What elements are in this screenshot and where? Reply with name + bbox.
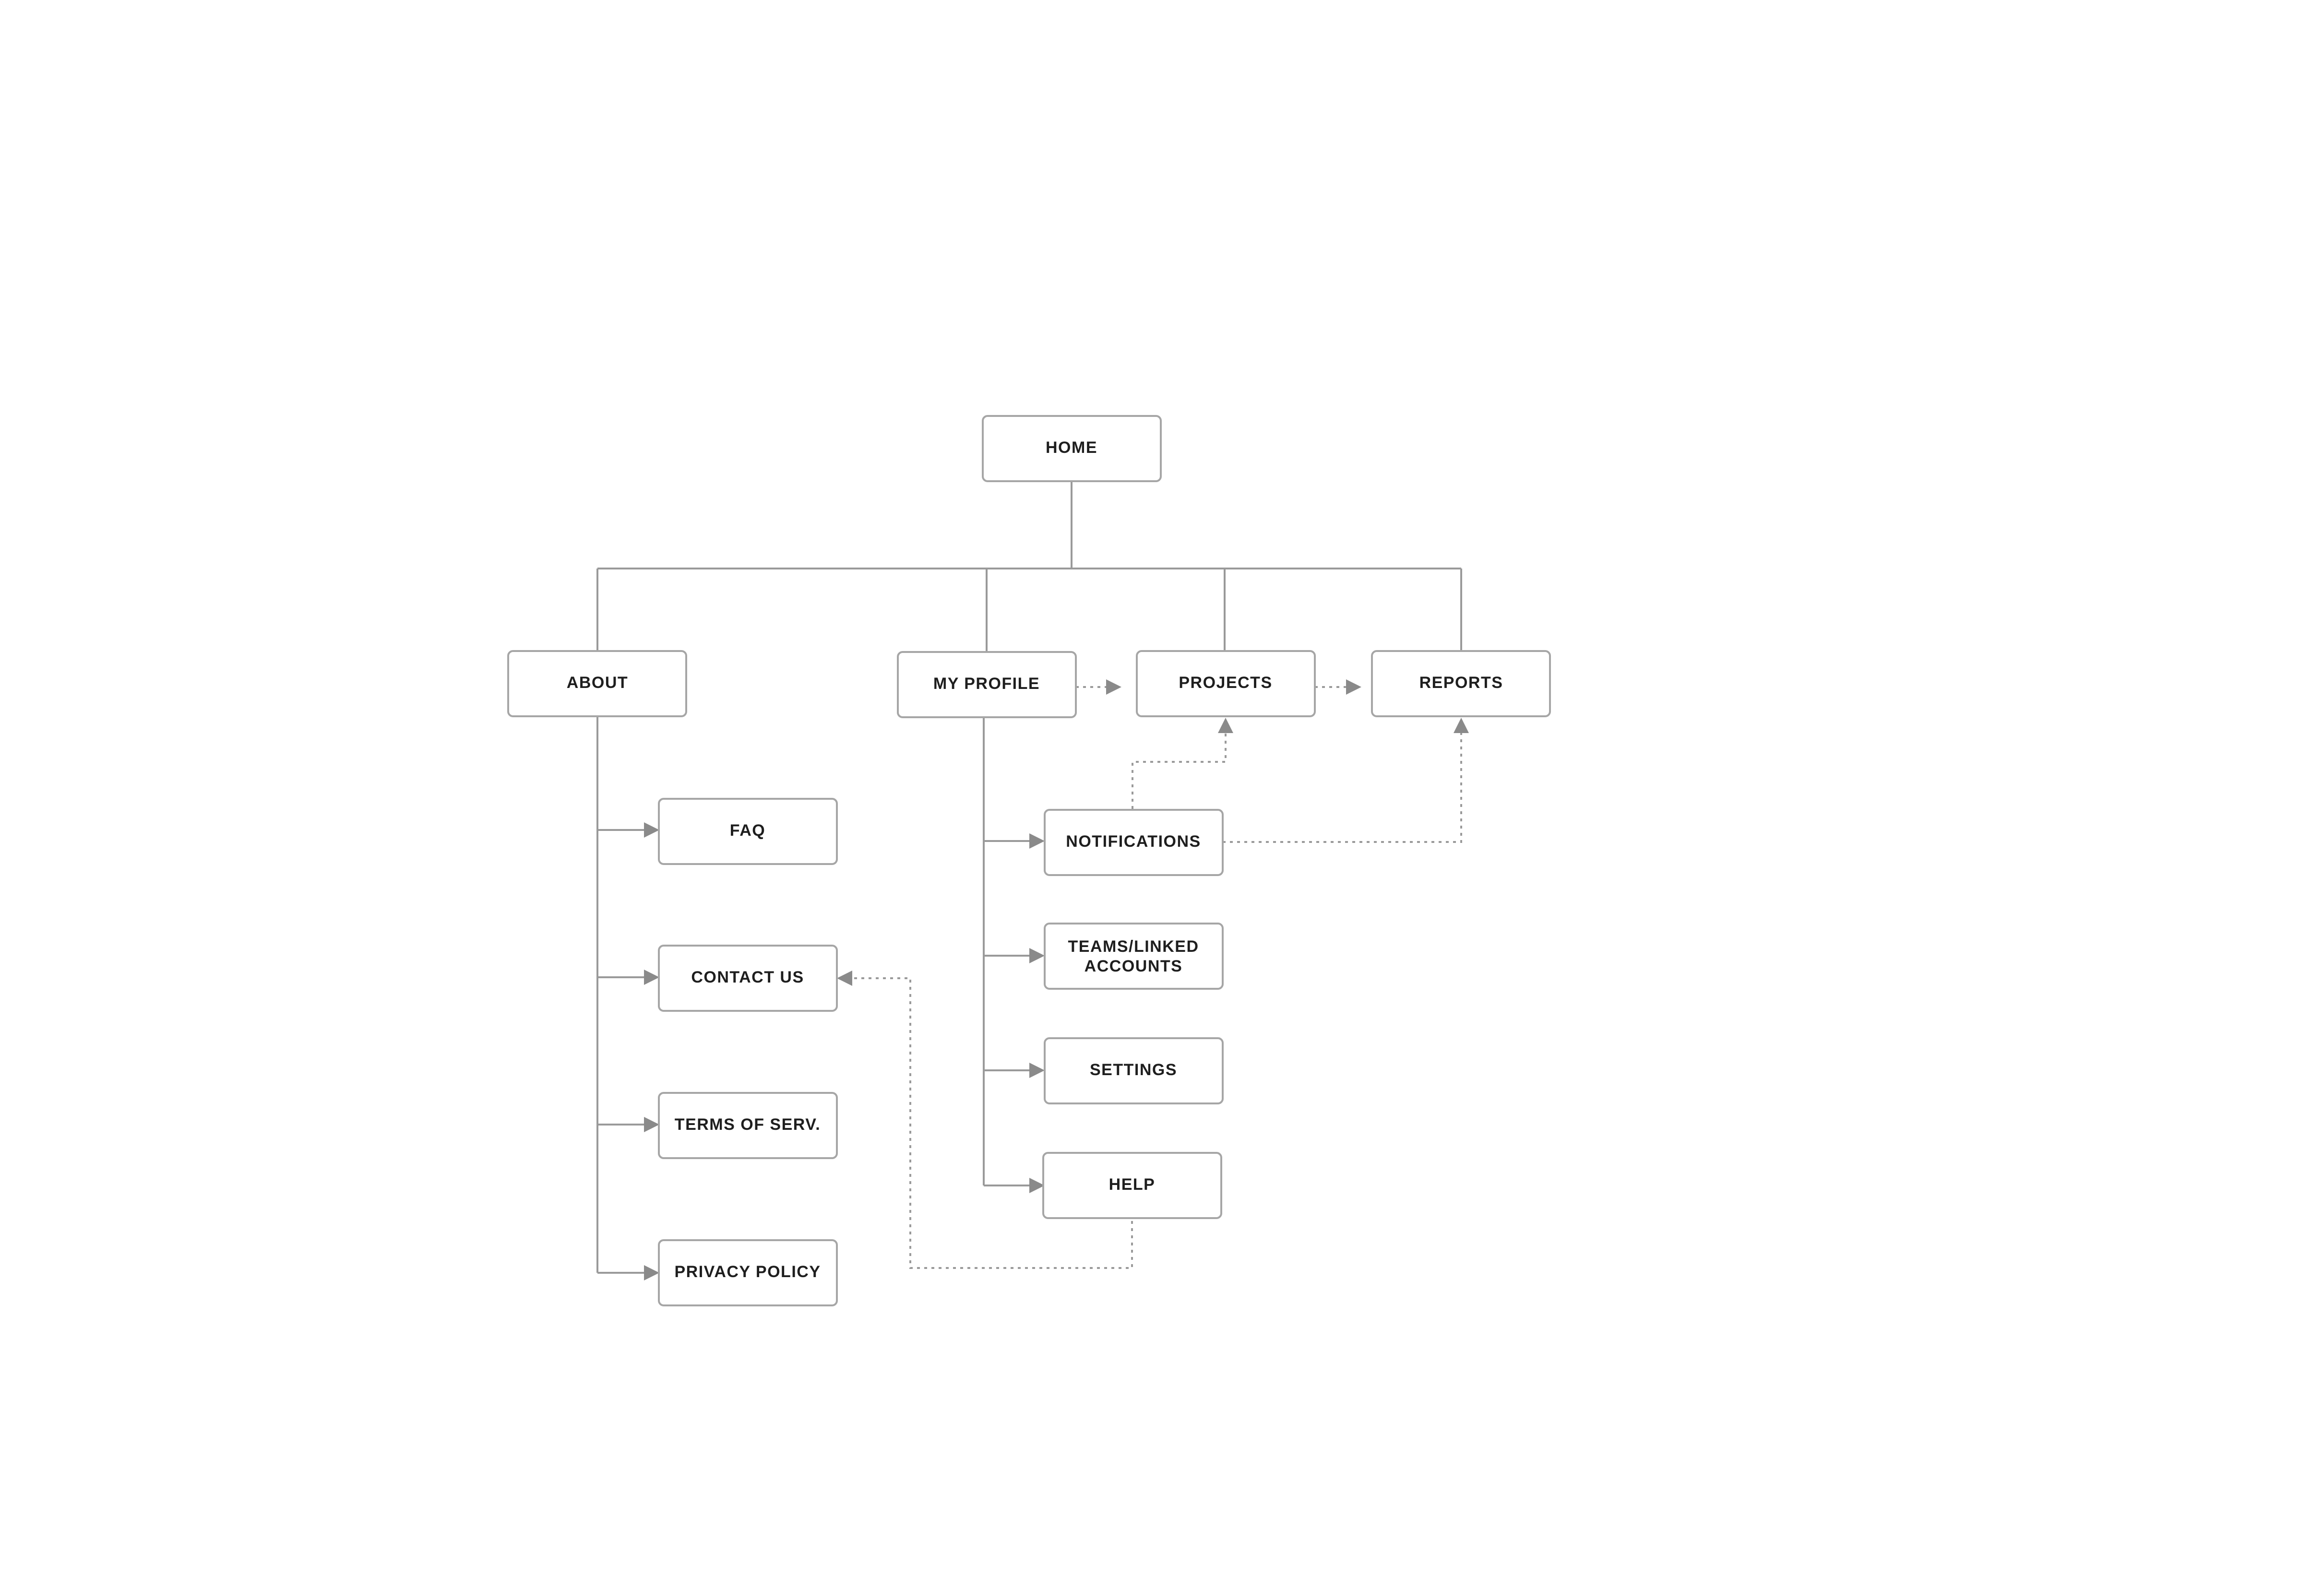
node-projects[interactable]: PROJECTS bbox=[1136, 650, 1316, 717]
node-teams-linked-label-line2: ACCOUNTS bbox=[1085, 957, 1183, 975]
node-help-label: HELP bbox=[1109, 1175, 1156, 1194]
node-my-profile-label: MY PROFILE bbox=[933, 675, 1040, 693]
node-home-label: HOME bbox=[1046, 438, 1097, 457]
node-terms-of-serv-label: TERMS OF SERV. bbox=[675, 1115, 821, 1134]
node-notifications-label: NOTIFICATIONS bbox=[1066, 832, 1201, 851]
node-reports-label: REPORTS bbox=[1419, 674, 1503, 692]
hierarchy-connectors bbox=[596, 482, 1462, 1280]
node-help[interactable]: HELP bbox=[1042, 1152, 1222, 1219]
node-home[interactable]: HOME bbox=[982, 415, 1162, 482]
link-notifications-reports bbox=[1223, 718, 1469, 843]
node-faq-label: FAQ bbox=[730, 821, 765, 840]
cross-link-connectors bbox=[837, 679, 1469, 1269]
node-teams-linked-accounts[interactable]: TEAMS/LINKED ACCOUNTS bbox=[1044, 923, 1224, 990]
node-contact-us[interactable]: CONTACT US bbox=[658, 945, 838, 1012]
node-contact-us-label: CONTACT US bbox=[691, 968, 804, 986]
link-notifications-projects bbox=[1132, 718, 1233, 809]
node-privacy-policy[interactable]: PRIVACY POLICY bbox=[658, 1239, 838, 1306]
link-help-contact bbox=[837, 971, 1133, 1269]
node-settings[interactable]: SETTINGS bbox=[1044, 1037, 1224, 1104]
node-teams-linked-label-line1: TEAMS/LINKED bbox=[1068, 937, 1199, 956]
node-about[interactable]: ABOUT bbox=[507, 650, 687, 717]
node-projects-label: PROJECTS bbox=[1179, 674, 1272, 692]
node-privacy-policy-label: PRIVACY POLICY bbox=[674, 1263, 821, 1281]
node-my-profile[interactable]: MY PROFILE bbox=[897, 651, 1077, 718]
node-about-label: ABOUT bbox=[567, 674, 628, 692]
node-terms-of-serv[interactable]: TERMS OF SERV. bbox=[658, 1092, 838, 1159]
node-reports[interactable]: REPORTS bbox=[1371, 650, 1551, 717]
node-settings-label: SETTINGS bbox=[1090, 1061, 1177, 1079]
node-faq[interactable]: FAQ bbox=[658, 798, 838, 865]
node-notifications[interactable]: NOTIFICATIONS bbox=[1044, 809, 1224, 876]
